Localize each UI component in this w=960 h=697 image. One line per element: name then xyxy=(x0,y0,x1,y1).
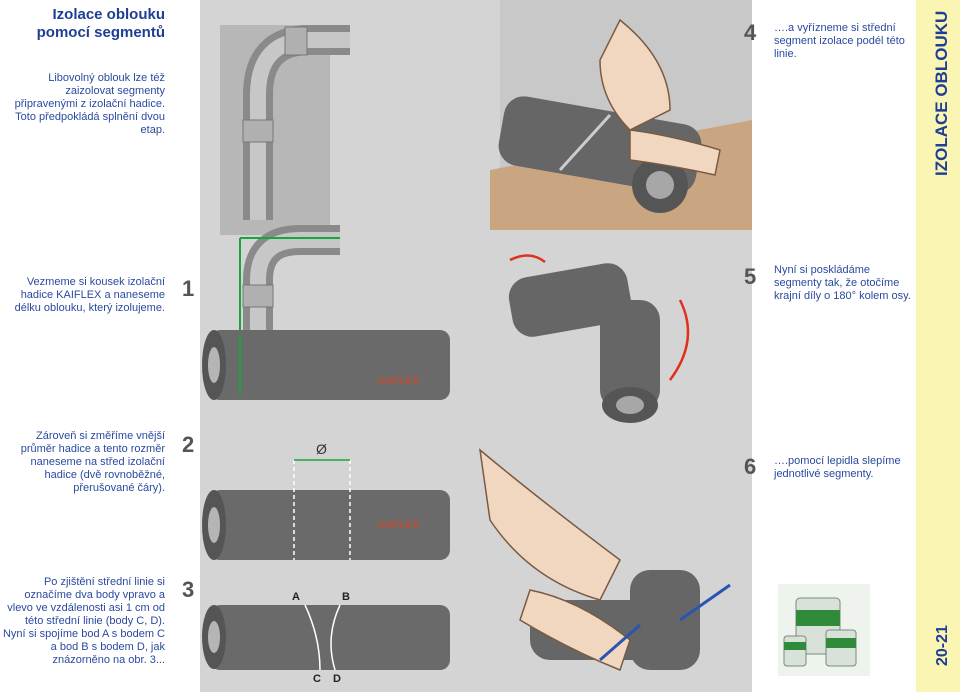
page-number-vertical: 20-21 xyxy=(916,600,960,680)
step-number-5: 5 xyxy=(744,264,757,289)
product-photo xyxy=(778,584,870,676)
hand-top xyxy=(599,18,671,131)
cutting-illustration xyxy=(498,18,721,213)
step-4-text: ….a vyřízneme si střední segment izolace… xyxy=(774,22,905,60)
step-6-text: ….pomocí lepidla slepíme jednotlivé segm… xyxy=(774,455,901,480)
illustration-panel: KAIFLEX Ø Ø KAIFLEX A B C D xyxy=(148,0,752,692)
brand-label-2: KAIFLEX xyxy=(378,520,419,531)
insulation-hose-1 xyxy=(202,330,450,400)
knife xyxy=(558,113,612,172)
step-1-text: Vezmeme si kousek izolační hadice KAIFLE… xyxy=(14,276,165,314)
insulation-hose-2 xyxy=(202,459,450,560)
step-3-text: Po zjištění střední linie si označíme dv… xyxy=(2,576,165,666)
insulation-hose-3 xyxy=(202,604,450,671)
step-2-text: Zároveň si změříme vnější průměr hadice … xyxy=(20,430,165,494)
brand-label-1: KAIFLEX xyxy=(378,376,419,387)
diameter-symbol-top: Ø xyxy=(316,441,327,457)
arrow-blue-right xyxy=(679,583,731,622)
point-b: B xyxy=(342,591,350,603)
elbow-pipe-measure xyxy=(239,225,340,330)
sidebar-bar xyxy=(916,0,960,692)
step-number-4: 4 xyxy=(744,20,757,45)
step-number-3: 3 xyxy=(182,577,195,602)
step-number-2: 2 xyxy=(182,432,195,457)
intro-text: Libovolný oblouk lze též zaizolovat segm… xyxy=(14,72,165,136)
point-c: C xyxy=(313,673,321,685)
section-title-vertical: IZOLACE OBLOUKU xyxy=(916,0,960,200)
point-d: D xyxy=(333,673,341,685)
step-number-6: 6 xyxy=(744,454,757,479)
step-5-text: Nyní si poskládáme segmenty tak, že otoč… xyxy=(774,264,911,302)
gluing-illustration xyxy=(478,448,731,671)
elbow-pipe-top xyxy=(220,25,350,235)
step-number-1: 1 xyxy=(182,276,195,301)
adhesive-cans-icon xyxy=(783,597,857,667)
page-number: 20-21 xyxy=(934,625,951,666)
page-title: Izolace oblouku pomocí segmentů xyxy=(36,6,165,41)
segments-rotation xyxy=(508,254,690,423)
illustration-svg: KAIFLEX Ø Ø KAIFLEX A B C D xyxy=(148,0,752,692)
arrow-blue-left xyxy=(599,623,641,662)
hand-bottom xyxy=(629,129,721,176)
section-title: IZOLACE OBLOUKU xyxy=(932,11,951,176)
point-a: A xyxy=(292,591,300,603)
